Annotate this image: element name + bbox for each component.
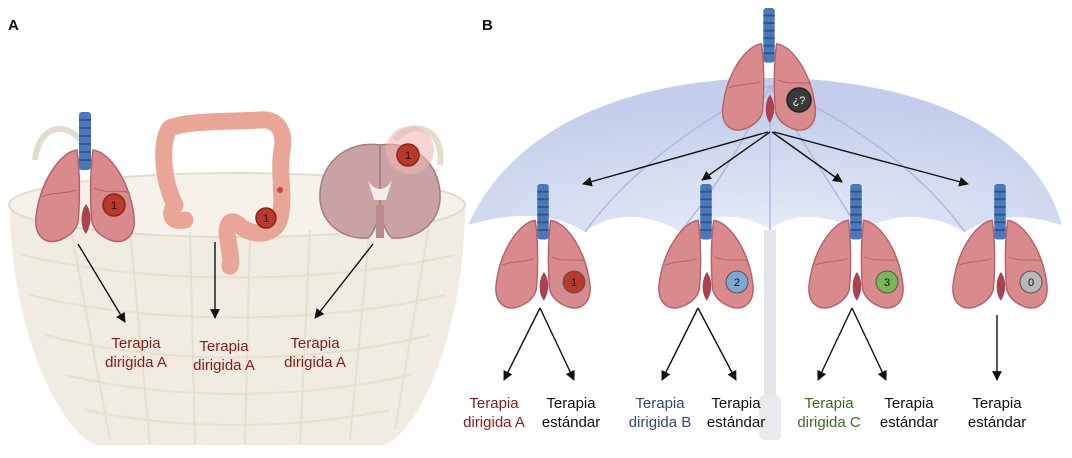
arrow xyxy=(852,308,886,380)
biomarker-label: 1 xyxy=(571,277,577,289)
panel-label-a: A xyxy=(8,17,19,34)
outcome-line1: Terapia xyxy=(272,334,358,353)
basket-outcome-colon: Terapia dirigida A xyxy=(181,337,267,375)
umbrella-outcome-targeted-c: Terapia dirigida C xyxy=(789,394,869,432)
arrow xyxy=(662,308,698,380)
outcome-line2: dirigida A xyxy=(181,356,267,375)
umbrella-outcome-targeted-a: Terapia dirigida A xyxy=(454,394,534,432)
outcome-line1: Terapia xyxy=(534,394,608,413)
biomarker-label: 2 xyxy=(734,277,740,289)
arrow xyxy=(818,308,852,380)
outcome-line2: dirigida A xyxy=(454,413,534,432)
umbrella-outcome-standard-1: Terapia estándar xyxy=(534,394,608,432)
outcome-line1: Terapia xyxy=(620,394,700,413)
outcome-line2: estándar xyxy=(699,413,773,432)
umbrella-outcome-targeted-b: Terapia dirigida B xyxy=(620,394,700,432)
outcome-line1: Terapia xyxy=(872,394,946,413)
outcome-line2: dirigida A xyxy=(93,353,179,372)
umbrella-arrows xyxy=(504,308,997,380)
outcome-line1: Terapia xyxy=(699,394,773,413)
biomarker-label: 0 xyxy=(1028,277,1034,289)
outcome-line1: Terapia xyxy=(181,337,267,356)
panel-label-b: B xyxy=(482,17,493,34)
outcome-line1: Terapia xyxy=(93,334,179,353)
tumor-marker-label: 1 xyxy=(405,150,411,162)
umbrella-outcome-standard-4: Terapia estándar xyxy=(960,394,1034,432)
brain xyxy=(320,126,440,238)
outcome-line2: estándar xyxy=(960,413,1034,432)
umbrella-outcome-standard-2: Terapia estándar xyxy=(699,394,773,432)
outcome-line2: estándar xyxy=(534,413,608,432)
basket-outcome-lung: Terapia dirigida A xyxy=(93,334,179,372)
outcome-line1: Terapia xyxy=(454,394,534,413)
outcome-line2: dirigida A xyxy=(272,353,358,372)
outcome-line2: dirigida C xyxy=(789,413,869,432)
outcome-line2: estándar xyxy=(872,413,946,432)
arrow xyxy=(540,308,574,380)
arrow xyxy=(504,308,540,380)
arrow xyxy=(698,308,736,380)
unknown-marker-label: ¿? xyxy=(793,95,806,107)
outcome-line2: dirigida B xyxy=(620,413,700,432)
umbrella-outcome-standard-3: Terapia estándar xyxy=(872,394,946,432)
outcome-line1: Terapia xyxy=(789,394,869,413)
basket-outcome-brain: Terapia dirigida A xyxy=(272,334,358,372)
outcome-line1: Terapia xyxy=(960,394,1034,413)
tumor-marker-label: 1 xyxy=(263,213,269,225)
biomarker-label: 3 xyxy=(884,277,890,289)
tumor-marker-label: 1 xyxy=(111,200,117,212)
